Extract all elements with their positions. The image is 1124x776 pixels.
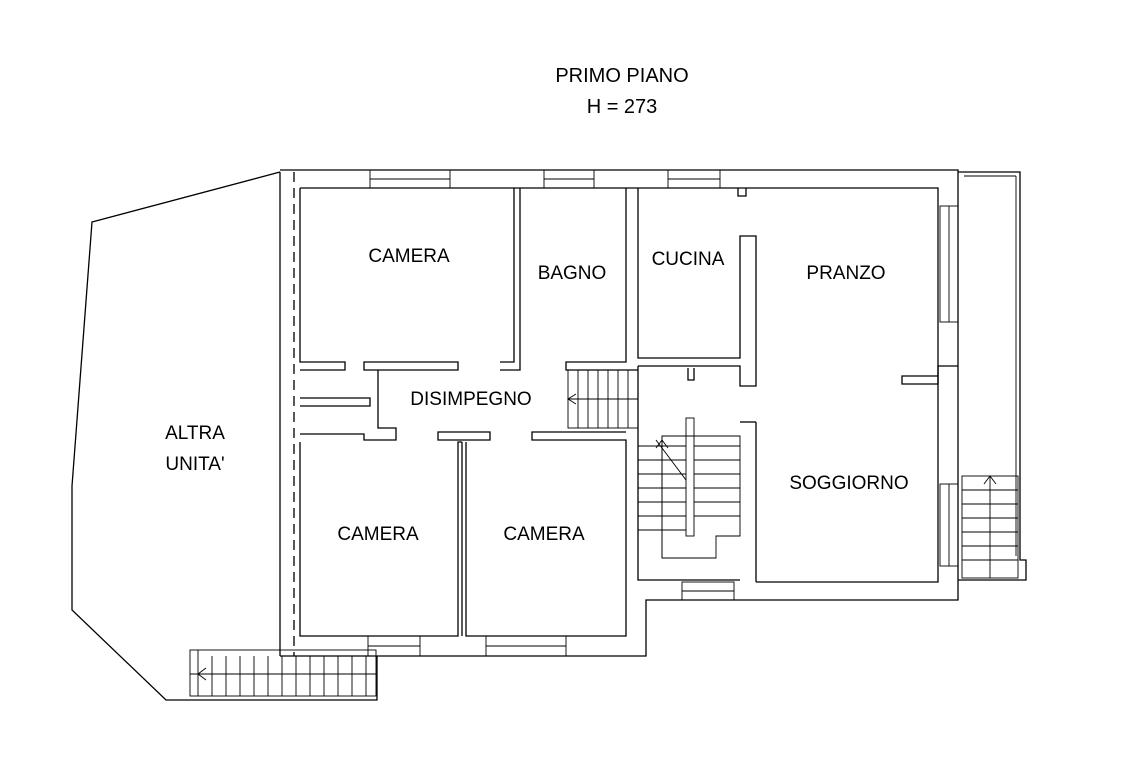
adjacent-unit-label-line2: UNITA'	[165, 454, 224, 475]
adjacent-unit-label-line1: ALTRA	[165, 423, 225, 444]
floor-title: PRIMO PIANO	[555, 65, 688, 87]
stair-central	[638, 417, 741, 559]
room-label-cucina: CUCINA	[652, 249, 725, 270]
window-cucina-top	[667, 169, 721, 189]
window-camera-bottom-right	[485, 635, 567, 657]
inner-outline	[300, 187, 939, 583]
room-label-camera-bottom-left: CAMERA	[337, 524, 419, 545]
stair-balcony	[961, 475, 1019, 579]
room-label-camera-bottom-right: CAMERA	[503, 524, 585, 545]
room-label-pranzo: PRANZO	[806, 263, 885, 284]
window-camera-top	[369, 169, 451, 189]
stair-external	[189, 649, 377, 697]
window-bagno-top	[543, 169, 595, 189]
adjacent-unit-outline	[71, 171, 378, 701]
room-label-camera-top: CAMERA	[368, 246, 450, 267]
floor-height: H = 273	[587, 96, 658, 118]
room-label-soggiorno: SOGGIORNO	[789, 473, 908, 494]
window-pranzo-right	[939, 205, 959, 323]
outer-wall	[280, 169, 959, 657]
window-stair-bottom	[681, 581, 735, 601]
balcony-outline	[958, 171, 1027, 581]
room-label-disimpegno: DISIMPEGNO	[410, 389, 531, 410]
room-label-bagno: BAGNO	[538, 263, 607, 284]
stair-upper	[567, 369, 639, 429]
window-soggiorno-right	[939, 483, 959, 567]
